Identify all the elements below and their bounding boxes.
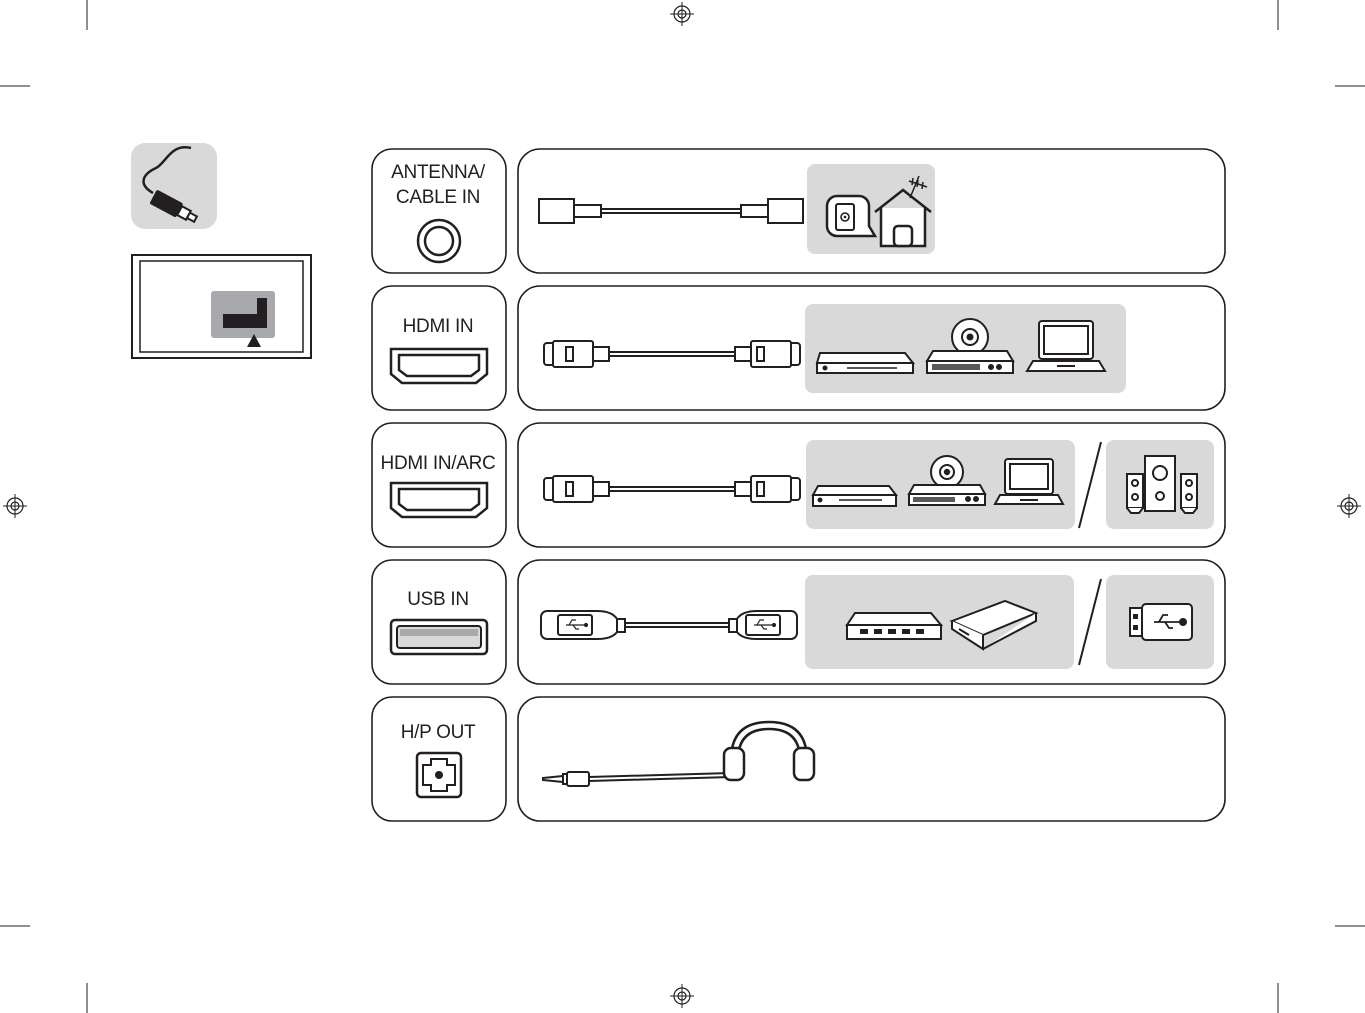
port-label-hdmi-arc: HDMI IN/ARC	[371, 451, 505, 476]
usb-flash-drive-icon	[1130, 604, 1192, 640]
connection-panel-headphone	[517, 696, 1226, 822]
connection-panel-usb	[517, 559, 1226, 685]
connection-panel-antenna	[517, 148, 1226, 274]
registration-mark-right	[1337, 494, 1361, 518]
hdmi-arc-port-icon	[388, 480, 490, 520]
headphone-port-icon	[414, 750, 464, 800]
coaxial-port-icon	[416, 218, 462, 264]
port-box-usb: USB IN	[371, 559, 507, 685]
hdmi-port-icon	[388, 346, 490, 386]
registration-mark-left	[3, 494, 27, 518]
port-label-hdmi: HDMI IN	[371, 314, 505, 339]
port-label-usb: USB IN	[371, 587, 505, 612]
port-label-antenna-line2: CABLE IN	[371, 185, 505, 210]
registration-mark-top	[670, 2, 694, 26]
cable-icon	[131, 143, 217, 229]
port-box-hdmi-arc: HDMI IN/ARC	[371, 422, 507, 548]
port-box-hdmi: HDMI IN	[371, 285, 507, 411]
port-label-headphone: H/P OUT	[371, 720, 505, 745]
usb-port-icon	[388, 617, 490, 657]
wall-outlet-icon	[827, 196, 875, 236]
port-box-antenna: ANTENNA/ CABLE IN	[371, 148, 507, 274]
tv-rear-panel-icon	[131, 254, 312, 359]
laptop-icon	[995, 459, 1063, 504]
port-box-headphone: H/P OUT	[371, 696, 507, 822]
set-top-box-icon	[813, 486, 896, 506]
laptop-icon	[1027, 321, 1105, 371]
usb-hub-icon	[847, 613, 941, 639]
port-label-antenna-line1: ANTENNA/	[371, 160, 505, 185]
connection-panel-hdmi-arc	[517, 422, 1226, 548]
set-top-box-icon	[817, 353, 913, 373]
registration-mark-bottom	[670, 984, 694, 1008]
connection-panel-hdmi	[517, 285, 1226, 411]
antenna-devices-group	[807, 164, 935, 254]
